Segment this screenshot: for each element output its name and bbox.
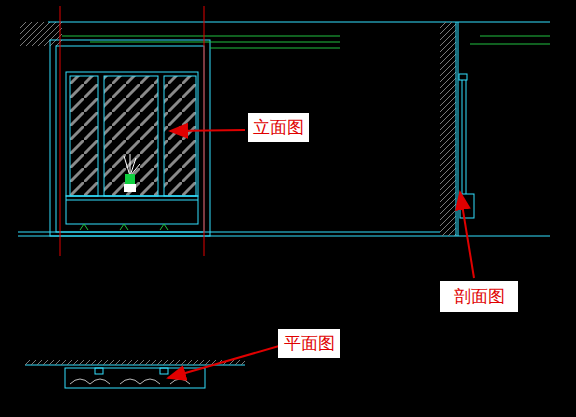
callout-box: 剖面图 bbox=[440, 281, 518, 312]
callout-label: 立面图 bbox=[253, 119, 304, 136]
callout-box: 立面图 bbox=[248, 113, 309, 142]
callout-label: 平面图 bbox=[284, 335, 335, 352]
callout-label: 剖面图 bbox=[454, 288, 505, 305]
callout-box: 平面图 bbox=[278, 329, 340, 358]
